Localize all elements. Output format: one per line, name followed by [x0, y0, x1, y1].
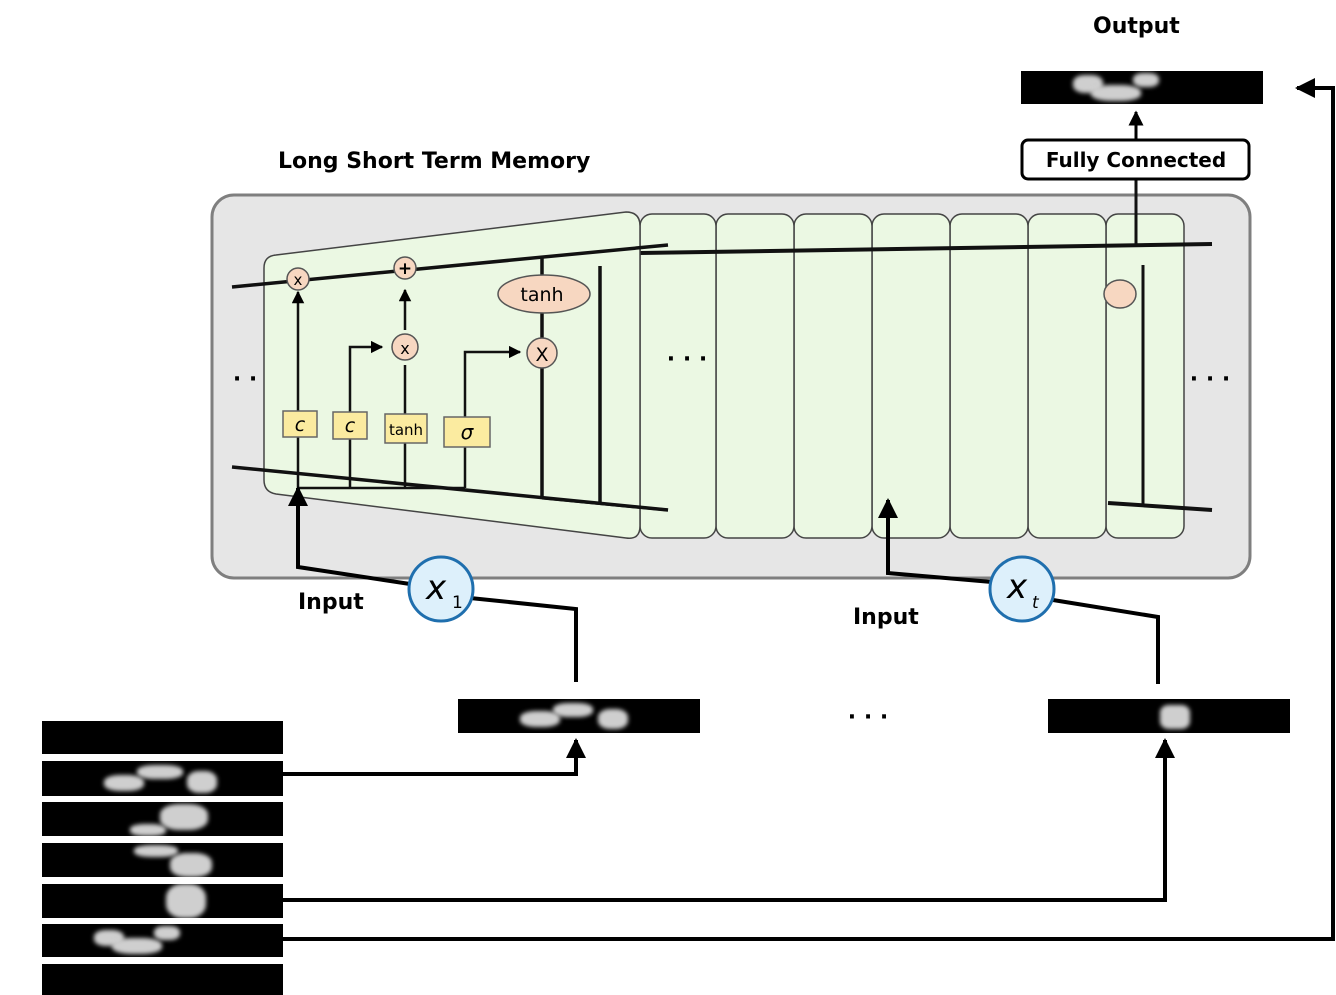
- xt-sub: t: [1032, 593, 1040, 613]
- digit-strip-2: [42, 802, 283, 836]
- ellipsis-left: · ·: [233, 367, 257, 392]
- gate-box-3: [443, 416, 491, 448]
- x1-base: x: [425, 568, 447, 608]
- input-label-1: Input: [298, 590, 364, 615]
- op-label-2: x: [400, 339, 409, 358]
- digit-strip-3: [42, 843, 283, 877]
- input-strip-xt: [1048, 699, 1290, 733]
- partial-tanh-ellipse: [1103, 279, 1137, 309]
- input-multiply-node: [391, 333, 419, 361]
- op-label-0: x: [294, 271, 303, 289]
- output-multiply-node: [526, 337, 558, 369]
- ellipsis-strips: · · ·: [848, 705, 888, 730]
- ellipsis-cells: · · ·: [667, 347, 707, 372]
- x1-circle: [407, 555, 475, 623]
- digit-strip-0: [42, 721, 283, 754]
- xt-base: x: [1006, 567, 1028, 607]
- output-image-strip: [1021, 71, 1263, 104]
- forget-multiply-node: [286, 267, 310, 291]
- input-1-path: [288, 486, 578, 682]
- op-label-1: +: [398, 259, 412, 279]
- stacked-cells: [639, 213, 1185, 539]
- op-nodes: [286, 256, 558, 369]
- fully-connected-label: Fully Connected: [1046, 148, 1226, 172]
- op-label-3: X: [535, 344, 548, 366]
- digit-strip-4: [42, 884, 283, 918]
- gate-label-0: c: [295, 414, 306, 436]
- gate-label-2: tanh: [389, 421, 423, 439]
- input-strip-x1: [458, 699, 700, 733]
- gate-boxes: [282, 410, 491, 448]
- cell-output-tanh: [497, 274, 591, 314]
- digit-strip-6: [42, 964, 283, 995]
- gate-label-3: σ: [461, 420, 475, 444]
- strip-connectors: [283, 78, 1335, 941]
- gate-box-2: [384, 413, 428, 444]
- cell-state-lines: [639, 242, 1213, 512]
- digit-strip-5: [42, 924, 283, 957]
- input-t-path: [878, 498, 1160, 684]
- gate-box-0: [282, 410, 318, 438]
- x1-sub: 1: [452, 593, 463, 613]
- gate-label-1: c: [345, 415, 356, 437]
- input-label-t: Input: [853, 605, 919, 630]
- gate-box-1: [332, 411, 368, 440]
- ellipsis-right: · · ·: [1190, 367, 1230, 392]
- lstm-title: Long Short Term Memory: [278, 149, 591, 174]
- cell-output-tanh-label: tanh: [520, 284, 563, 306]
- add-node: [393, 256, 417, 280]
- xt-circle: [988, 555, 1056, 623]
- output-label: Output: [1093, 14, 1180, 39]
- digit-strip-1: [42, 761, 283, 796]
